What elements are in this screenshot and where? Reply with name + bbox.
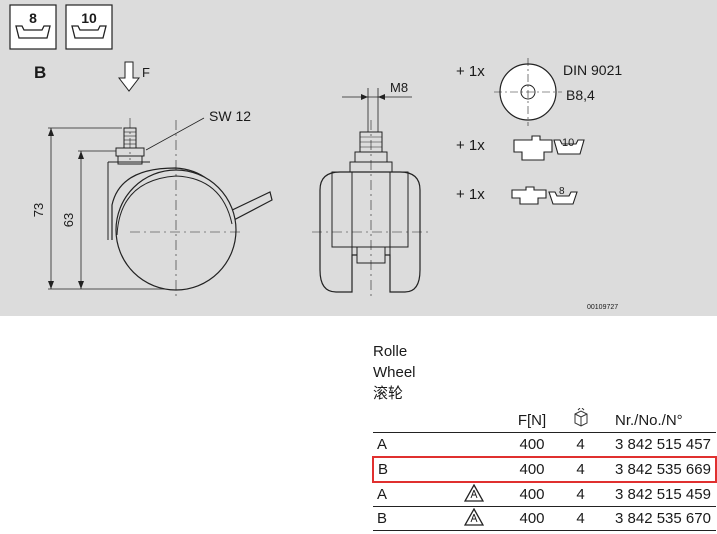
cell-variant: A [373, 482, 442, 507]
box-quantity-icon [574, 407, 587, 427]
drawing-code: 00109727 [587, 304, 618, 311]
cell-part-number: 3 842 535 669 [603, 456, 717, 483]
cell-quantity: 4 [558, 432, 603, 458]
cell-force: 400 [506, 456, 558, 483]
cell-force: 400 [506, 432, 558, 458]
technical-drawing: 8 10 B F 73 63 SW 12 [0, 0, 717, 316]
force-label: F [142, 65, 150, 80]
t-nut-8-icon [511, 186, 578, 205]
cell-variant: B [372, 456, 442, 483]
accessory-qty: + 1x [456, 186, 485, 203]
cell-variant: A [373, 432, 442, 458]
esd-warning-icon [463, 507, 485, 526]
caster-side-view [48, 117, 273, 300]
table-header-row: F[N] Nr./No./N° [373, 407, 716, 433]
cell-quantity: 4 [558, 506, 603, 531]
t-nut-badge: 10 [562, 137, 574, 149]
profile-badge-8: 8 [9, 4, 57, 50]
t-nut-badge: 8 [559, 186, 565, 197]
cell-quantity: 4 [558, 482, 603, 507]
accessory-qty: + 1x [456, 137, 485, 154]
cell-esd [442, 432, 506, 458]
title-english: Wheel [373, 364, 416, 381]
cell-esd [442, 456, 506, 483]
badge-label: 8 [29, 10, 37, 26]
wrench-size-label: SW 12 [209, 108, 251, 124]
force-arrow-icon [117, 61, 141, 92]
cell-quantity: 4 [558, 456, 603, 483]
cell-variant: B [373, 506, 442, 531]
variant-label: B [34, 63, 46, 82]
title-chinese: 滚轮 [373, 385, 404, 402]
esd-warning-icon [463, 483, 485, 502]
dimension-total-height: 73 [31, 203, 46, 217]
header-esd [442, 408, 506, 433]
profile-badge-10: 10 [65, 4, 113, 50]
cell-part-number: 3 842 535 670 [603, 506, 716, 531]
cell-esd [442, 506, 506, 531]
accessory-qty: + 1x [456, 63, 485, 80]
washer-standard: DIN 9021 [563, 62, 622, 78]
thread-label: M8 [390, 80, 408, 95]
cell-part-number: 3 842 515 459 [603, 482, 716, 507]
caster-front-view [312, 88, 430, 300]
title-german: Rolle [373, 343, 408, 360]
washer-icon [494, 58, 562, 126]
dimension-wheel-height: 63 [61, 213, 76, 227]
header-variant [373, 408, 442, 433]
cell-force: 400 [506, 482, 558, 507]
t-nut-10-icon [513, 135, 585, 161]
cell-part-number: 3 842 515 457 [603, 432, 716, 458]
cell-esd [442, 482, 506, 507]
badge-label: 10 [81, 10, 97, 26]
product-titles: Rolle Wheel 滚轮 [373, 341, 416, 404]
washer-spec: B8,4 [566, 87, 595, 103]
cell-force: 400 [506, 506, 558, 531]
header-quantity [558, 407, 603, 433]
header-part-number: Nr./No./N° [603, 408, 716, 433]
header-force: F[N] [506, 408, 558, 433]
